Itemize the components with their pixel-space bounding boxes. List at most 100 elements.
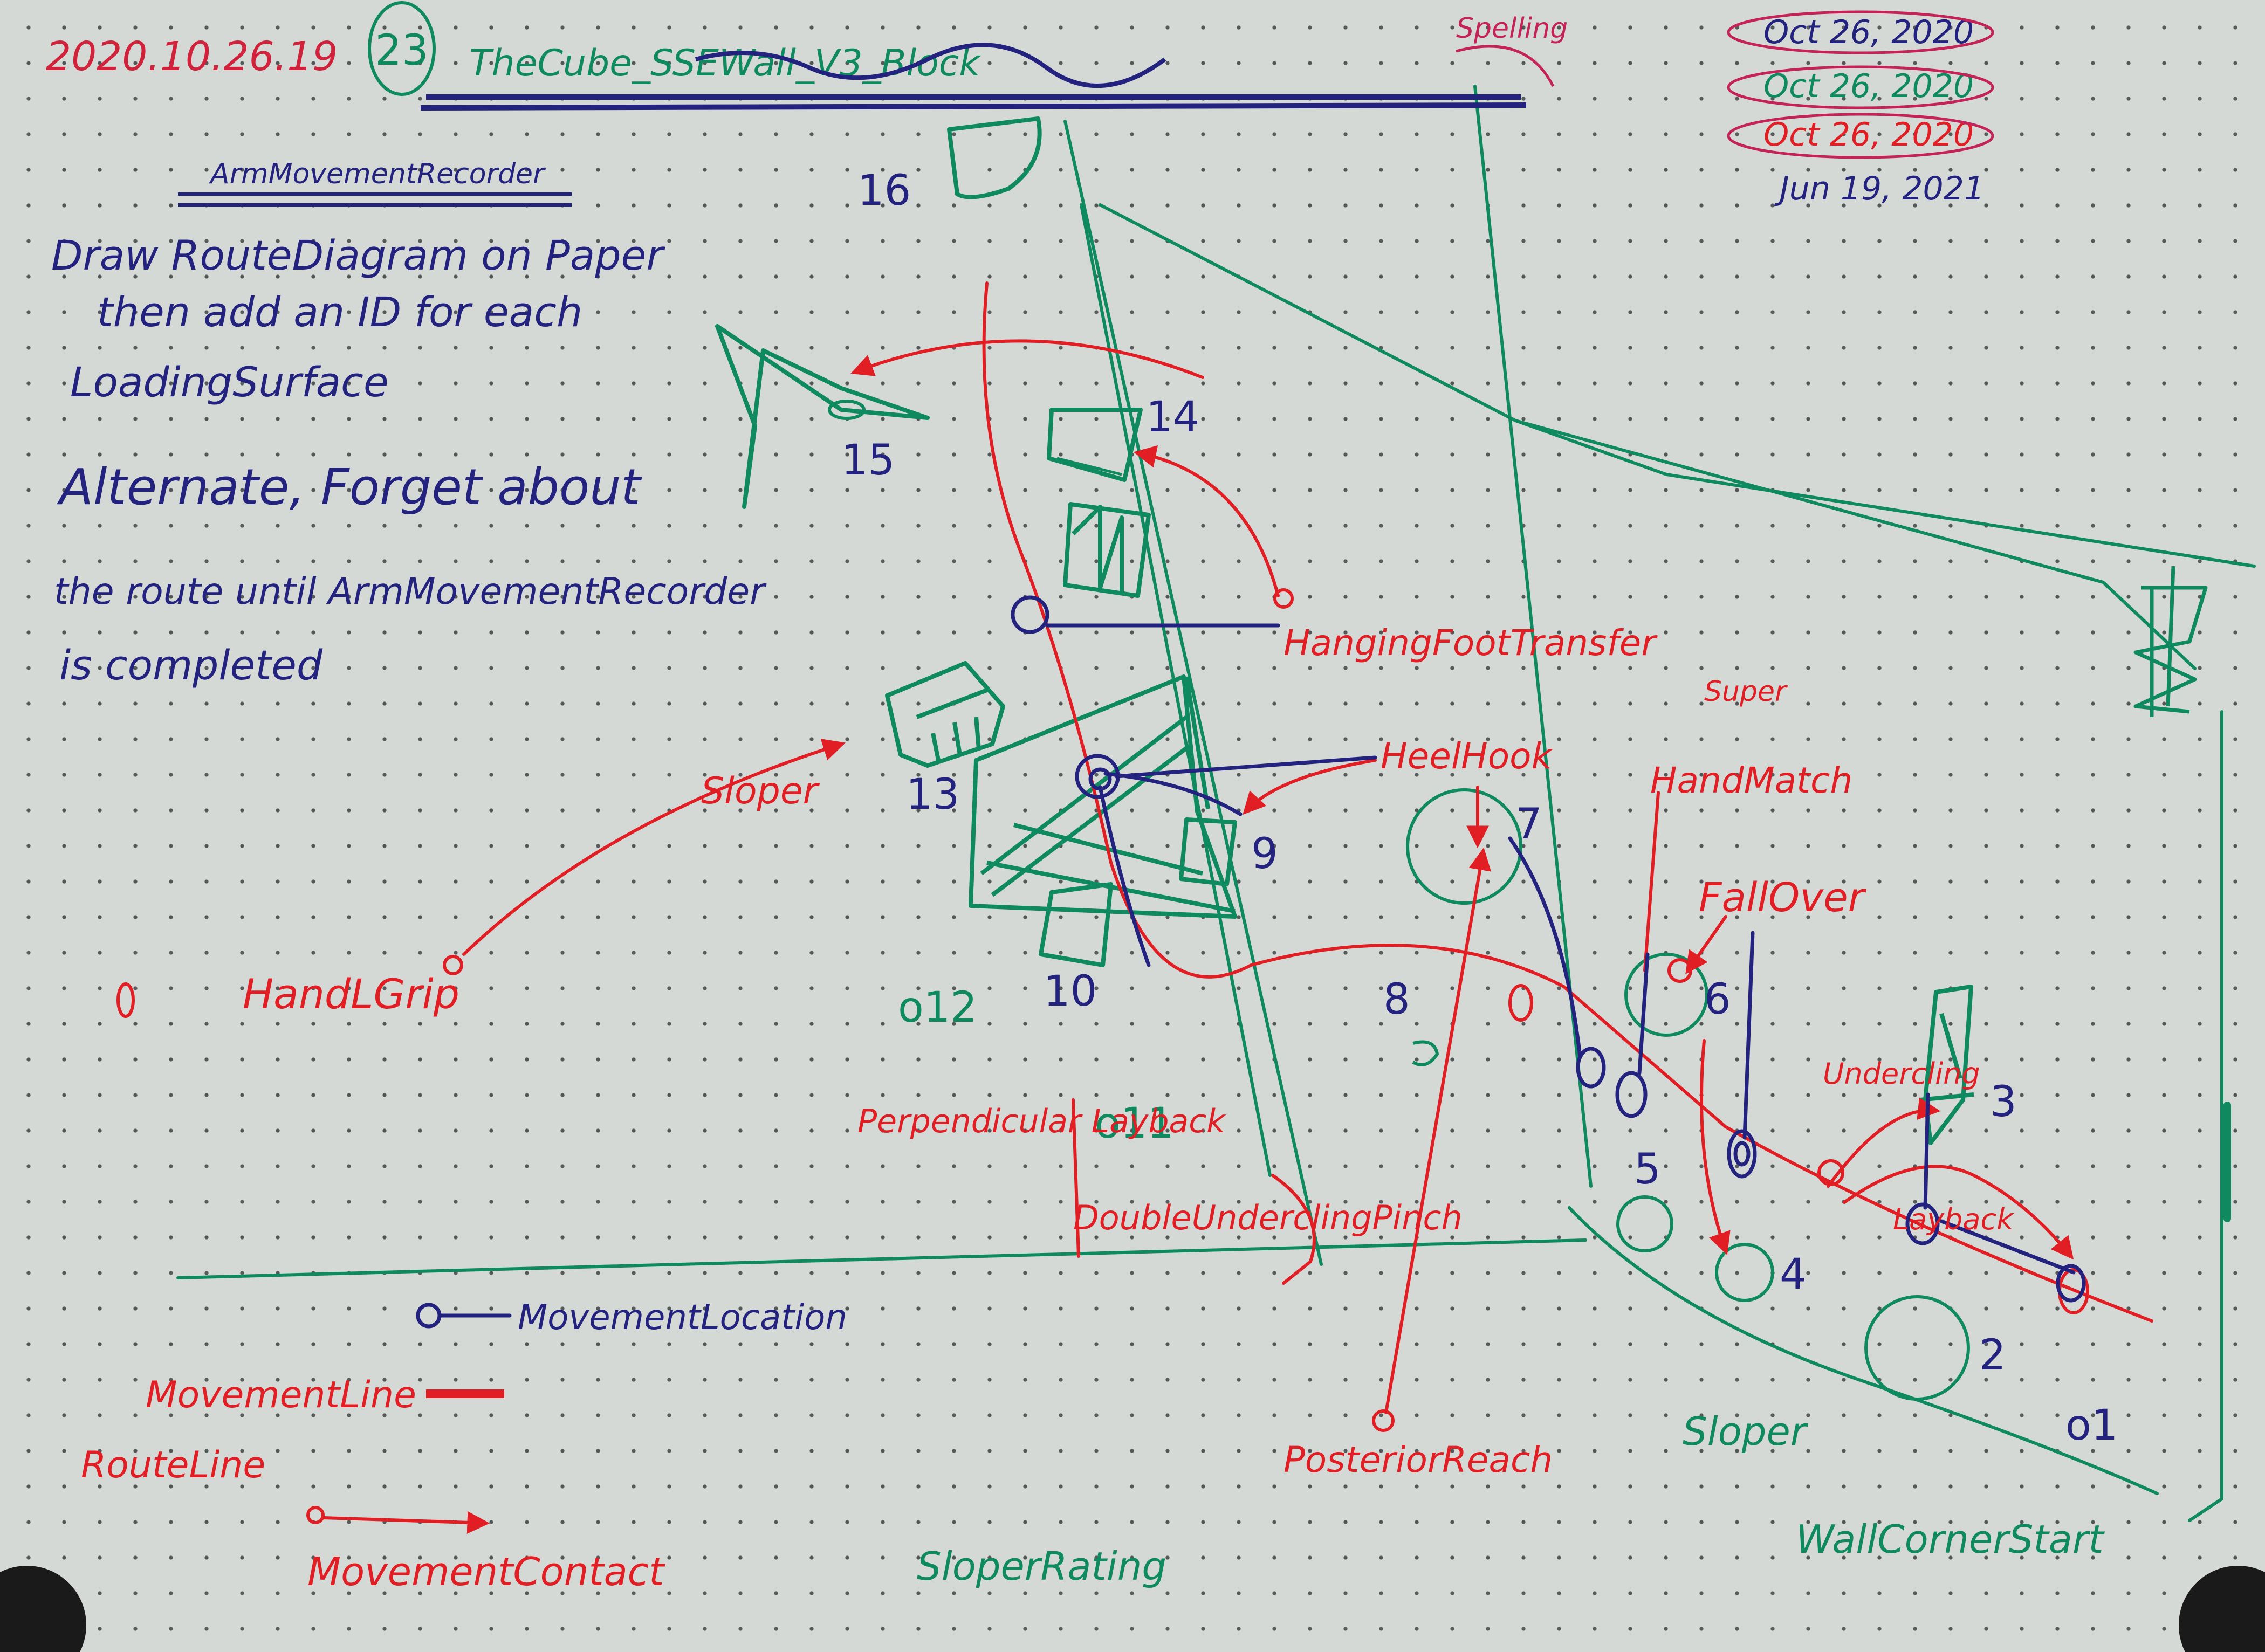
hold-id-10: 10 xyxy=(1044,967,1097,1016)
header: 2020.10.26.19 23 TheCube_SSEWall_V3_Bloc… xyxy=(46,1,1994,208)
label-sloper-rating: SloperRating xyxy=(917,1544,1166,1589)
page-number: 23 xyxy=(375,26,428,75)
label-undercling: Undercling xyxy=(1823,1057,1980,1091)
wall-edge-line xyxy=(176,1238,1587,1279)
date-3: Oct 26, 2020 xyxy=(1763,116,1974,154)
movement-line-layback xyxy=(1843,1165,2074,1260)
location-line-7 xyxy=(1508,836,1582,1059)
hold-id-14: 14 xyxy=(1146,393,1199,442)
hold-id-8: 8 xyxy=(1383,975,1410,1024)
hold-6-shape xyxy=(1624,953,1708,1037)
label-double-undercling-pinch: DoubleUnderclingPinch xyxy=(1073,1198,1463,1237)
movement-contacts xyxy=(116,588,2089,1432)
surface-labels: Sloper SloperRating WallCornerStart xyxy=(917,1409,2105,1589)
hold-10-shape xyxy=(1039,882,1113,967)
label-heel-hook: HeelHook xyxy=(1381,735,1554,777)
contact-fall-over xyxy=(1667,958,1692,983)
notes-line-2: then add an ID for each xyxy=(97,288,582,336)
movement-line-sloper xyxy=(462,739,846,956)
movement-line-hanging-foot xyxy=(1133,445,1280,597)
label-layback: Layback xyxy=(1893,1202,2015,1236)
hold-id-6: 6 xyxy=(1704,975,1731,1024)
route-lines xyxy=(462,281,2153,1414)
wall-outline xyxy=(176,85,2256,1522)
date-2: Oct 26, 2020 xyxy=(1763,67,1974,105)
location-line-volume xyxy=(1098,785,1151,967)
date-1: Oct 26, 2020 xyxy=(1763,13,1974,51)
legend-movement-line-label: MovementLine xyxy=(146,1374,416,1416)
date-code: 2020.10.26.19 xyxy=(46,33,338,80)
movement-line-heel-hook xyxy=(1243,759,1377,815)
contact-undercling xyxy=(1817,1159,1844,1186)
title-strikeout xyxy=(695,43,1166,88)
legend-contact-line xyxy=(323,1511,490,1534)
movement-line-fall-over xyxy=(1685,915,1727,974)
label-fall-over: FallOver xyxy=(1699,875,1867,921)
legend-movement-contact: MovementContact xyxy=(307,1549,665,1594)
notes-line-1: Draw RouteDiagram on Paper xyxy=(51,231,665,279)
movement-line-double-undercling xyxy=(1271,1174,1316,1285)
label-posterior-reach: PosteriorReach xyxy=(1284,1439,1553,1481)
wall-edge-line xyxy=(1099,203,2256,568)
hold-15-shape xyxy=(715,324,930,509)
location-hanging-foot xyxy=(1011,595,1049,634)
movement-line-to-15 xyxy=(850,339,1204,379)
notes-line-5: the route until ArmMovementRecorder xyxy=(54,570,767,613)
route-line-main xyxy=(982,281,2153,1323)
hold-ids: 16 15 14 13 9 10 o12 o11 8 7 6 5 4 3 2 o… xyxy=(841,167,2118,1450)
label-super: Super xyxy=(1704,676,1788,708)
label-perpendicular-text: Perpendicular Layback xyxy=(857,1103,1226,1140)
location-line-3 xyxy=(1923,1092,1930,1210)
legend: MovementLocation MovementLine RouteLine … xyxy=(81,1298,847,1594)
date-2-strike xyxy=(1727,65,1994,109)
location-5 xyxy=(1727,1129,1757,1179)
contact-route xyxy=(1508,984,1533,1022)
date-4: Jun 19, 2021 xyxy=(1774,170,1985,208)
label-perpendicular: Perpendicular Layback xyxy=(857,1103,1226,1140)
label-wall-corner-start: WallCornerStart xyxy=(1796,1517,2105,1562)
hold-5-shape xyxy=(1616,1195,1673,1252)
hold-13-shape xyxy=(885,661,1005,768)
hold-id-13: 13 xyxy=(906,770,959,819)
contact-posterior-reach xyxy=(1372,1409,1395,1432)
notes-line-3: LoadingSurface xyxy=(70,358,389,406)
hold-16-shape xyxy=(947,116,1042,199)
label-sloper: Sloper xyxy=(1683,1409,1809,1454)
legend-marks xyxy=(306,1389,504,1534)
movement-labels: HangingFootTransfer HeelHook Sloper Hand… xyxy=(243,622,2015,1481)
hold-id-5: 5 xyxy=(1634,1145,1661,1194)
notes-line-4: Alternate, Forget about xyxy=(57,458,642,516)
label-hand-l-grip: HandLGrip xyxy=(243,970,459,1018)
date-3-strike xyxy=(1727,113,1994,159)
hold-2-shape xyxy=(1864,1295,1970,1401)
wall-edge-line xyxy=(1080,203,1272,1177)
legend-route-line: RouteLine xyxy=(81,1444,265,1486)
hold-9-shape xyxy=(1179,817,1237,886)
hold-14-shadow xyxy=(1056,457,1122,476)
notes-line-6: is completed xyxy=(59,641,323,689)
title-underline xyxy=(420,94,1527,111)
spelling-bracket xyxy=(1456,45,1555,87)
label-hand-match: HandMatch xyxy=(1650,760,1852,801)
drawing-title: TheCube_SSEWall_V3_Block xyxy=(469,42,982,85)
notes-heading: ArmMovementRecorder xyxy=(209,158,546,190)
page-number-circle xyxy=(368,1,436,96)
hold-7-shape xyxy=(1406,788,1522,905)
date-1-strike xyxy=(1727,10,1994,54)
hold-id-o12: o12 xyxy=(898,983,977,1032)
spelling-note: Spelling xyxy=(1456,12,1568,45)
wall-edge-line xyxy=(1514,419,2197,670)
hold-id-7: 7 xyxy=(1515,800,1542,849)
contact-mini xyxy=(116,982,135,1018)
hold-id-4: 4 xyxy=(1780,1250,1807,1299)
hold-id-3: 3 xyxy=(1990,1078,2017,1126)
hold-id-9: 9 xyxy=(1251,830,1278,878)
location-5-inner xyxy=(1733,1141,1751,1167)
contact-hanging-foot xyxy=(1273,588,1294,609)
location-line-2 xyxy=(1939,1219,2076,1275)
hold-stack-shape xyxy=(1063,502,1151,598)
location-6 xyxy=(1615,1071,1648,1118)
